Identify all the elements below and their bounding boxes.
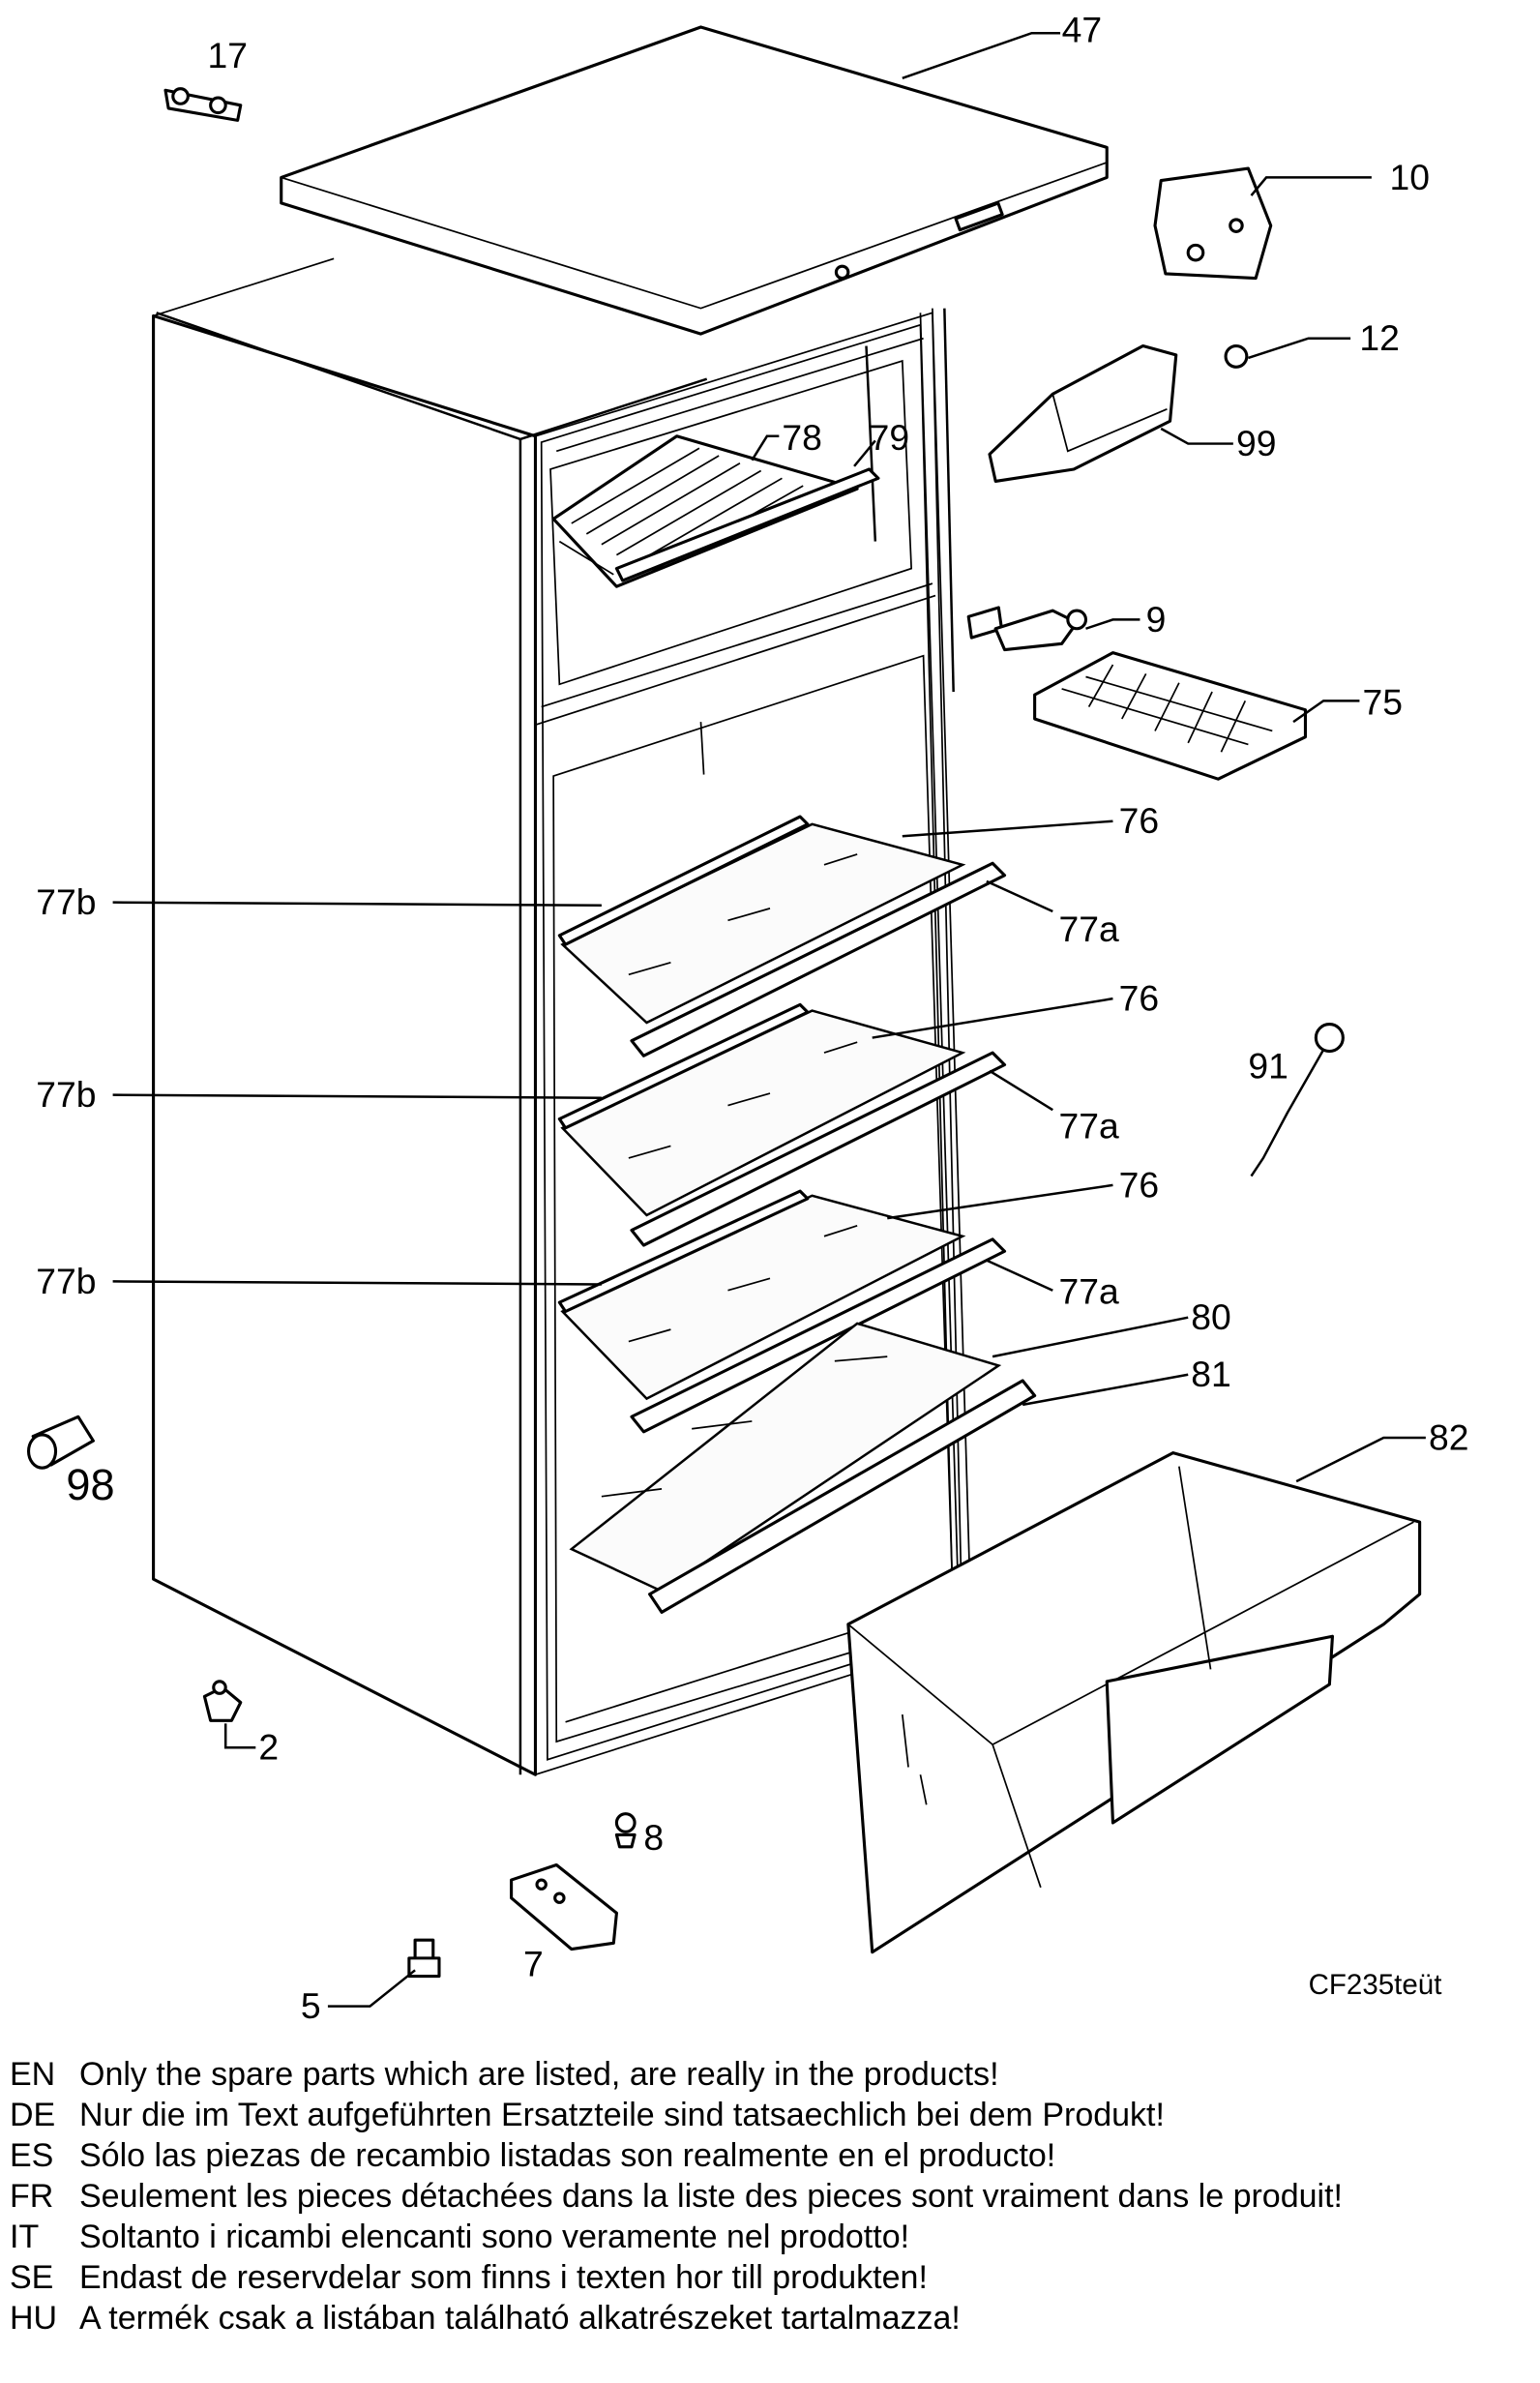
glass-shelf-set-2 xyxy=(557,1002,1007,1247)
part-5-adjustable-foot xyxy=(407,1938,441,1979)
callout-5: 5 xyxy=(301,1985,321,2026)
note-lang: FR xyxy=(10,2178,54,2215)
callout-77b-bottom: 77b xyxy=(36,1261,96,1301)
spare-parts-notes: EN Only the spare parts which are listed… xyxy=(10,2056,1528,2340)
callout-labels: 17 47 10 12 99 78 79 9 75 76 77a 77b 76 … xyxy=(36,10,1468,2027)
note-se: SE Endast de reservdelar som finns i tex… xyxy=(10,2259,1528,2300)
callout-91: 91 xyxy=(1248,1046,1288,1087)
glass-shelf-set-1 xyxy=(557,815,1007,1057)
crisper-drawer-part-82 xyxy=(846,1451,1422,1954)
note-en: EN Only the spare parts which are listed… xyxy=(10,2056,1528,2097)
part-99-handle xyxy=(988,343,1178,483)
callout-76-middle: 76 xyxy=(1119,978,1160,1019)
part-91-cable xyxy=(1250,1023,1345,1177)
part-8-screw xyxy=(614,1812,637,1849)
note-text: Endast de reservdelar som finns i texten… xyxy=(79,2259,928,2296)
note-lang: ES xyxy=(10,2137,54,2174)
callout-81: 81 xyxy=(1191,1354,1231,1394)
note-text: A termék csak a listában található alkat… xyxy=(79,2300,961,2337)
note-text: Seulement les pieces détachées dans la l… xyxy=(79,2178,1343,2215)
note-lang: SE xyxy=(10,2259,54,2296)
part-7-bottom-hinge xyxy=(510,1862,618,1951)
callout-76-bottom: 76 xyxy=(1119,1164,1160,1205)
callout-99: 99 xyxy=(1236,423,1277,463)
drawing-code: CF235teüt xyxy=(1309,1969,1442,2001)
part-10-hinge xyxy=(1153,166,1273,281)
fridge-cabinet xyxy=(152,257,973,1776)
note-it: IT Soltanto i ricambi elencanti sono ver… xyxy=(10,2219,1528,2259)
callout-12: 12 xyxy=(1359,317,1400,358)
callout-77b-middle: 77b xyxy=(36,1074,96,1115)
callout-9: 9 xyxy=(1146,599,1167,640)
note-de: DE Nur die im Text aufgeführten Ersatzte… xyxy=(10,2097,1528,2137)
freezer-shelf-part-78 xyxy=(551,434,880,588)
part-98-roller xyxy=(26,1415,95,1470)
glass-shelf-set-3 xyxy=(557,1189,1007,1434)
part-17-screw xyxy=(163,87,243,122)
note-text: Only the spare parts which are listed, a… xyxy=(79,2056,999,2093)
note-text: Nur die im Text aufgeführten Ersatzteile… xyxy=(79,2097,1165,2133)
callout-78: 78 xyxy=(782,417,822,458)
note-lang: IT xyxy=(10,2219,40,2255)
note-fr: FR Seulement les pieces détachées dans l… xyxy=(10,2178,1528,2219)
part-2-foot xyxy=(202,1680,243,1722)
note-text: Soltanto i ricambi elencanti sono verame… xyxy=(79,2219,910,2255)
callout-8: 8 xyxy=(643,1817,664,1858)
leader-lines xyxy=(112,31,1426,2008)
callout-82: 82 xyxy=(1429,1416,1469,1457)
crisper-cover-part-80 xyxy=(569,1322,1037,1614)
note-lang: HU xyxy=(10,2300,58,2337)
note-lang: EN xyxy=(10,2056,56,2093)
callout-79: 79 xyxy=(870,417,910,458)
exploded-parts-diagram: 17 47 10 12 99 78 79 9 75 76 77a 77b 76 … xyxy=(26,10,1468,2027)
note-hu: HU A termék csak a listában található al… xyxy=(10,2300,1528,2340)
top-cover-part-47 xyxy=(280,25,1109,336)
callout-77a-bottom: 77a xyxy=(1059,1271,1119,1312)
callout-77a-top: 77a xyxy=(1059,909,1119,949)
callout-77b-top: 77b xyxy=(36,881,96,922)
part-75-ice-tray xyxy=(1033,651,1308,781)
callout-7: 7 xyxy=(523,1944,544,1984)
part-12-nut xyxy=(1224,343,1249,369)
note-text: Sólo las piezas de recambio listadas son… xyxy=(79,2137,1056,2174)
part-9-hinge-pin xyxy=(966,606,1088,652)
note-lang: DE xyxy=(10,2097,56,2133)
callout-47: 47 xyxy=(1062,10,1103,50)
callout-98: 98 xyxy=(66,1460,114,1509)
callout-17: 17 xyxy=(208,35,249,75)
callout-10: 10 xyxy=(1390,157,1431,197)
note-es: ES Sólo las piezas de recambio listadas … xyxy=(10,2137,1528,2178)
callout-80: 80 xyxy=(1191,1296,1231,1337)
callout-77a-middle: 77a xyxy=(1059,1106,1119,1147)
callout-2: 2 xyxy=(258,1727,279,1768)
callout-75: 75 xyxy=(1363,681,1404,722)
callout-76-top: 76 xyxy=(1119,800,1160,841)
